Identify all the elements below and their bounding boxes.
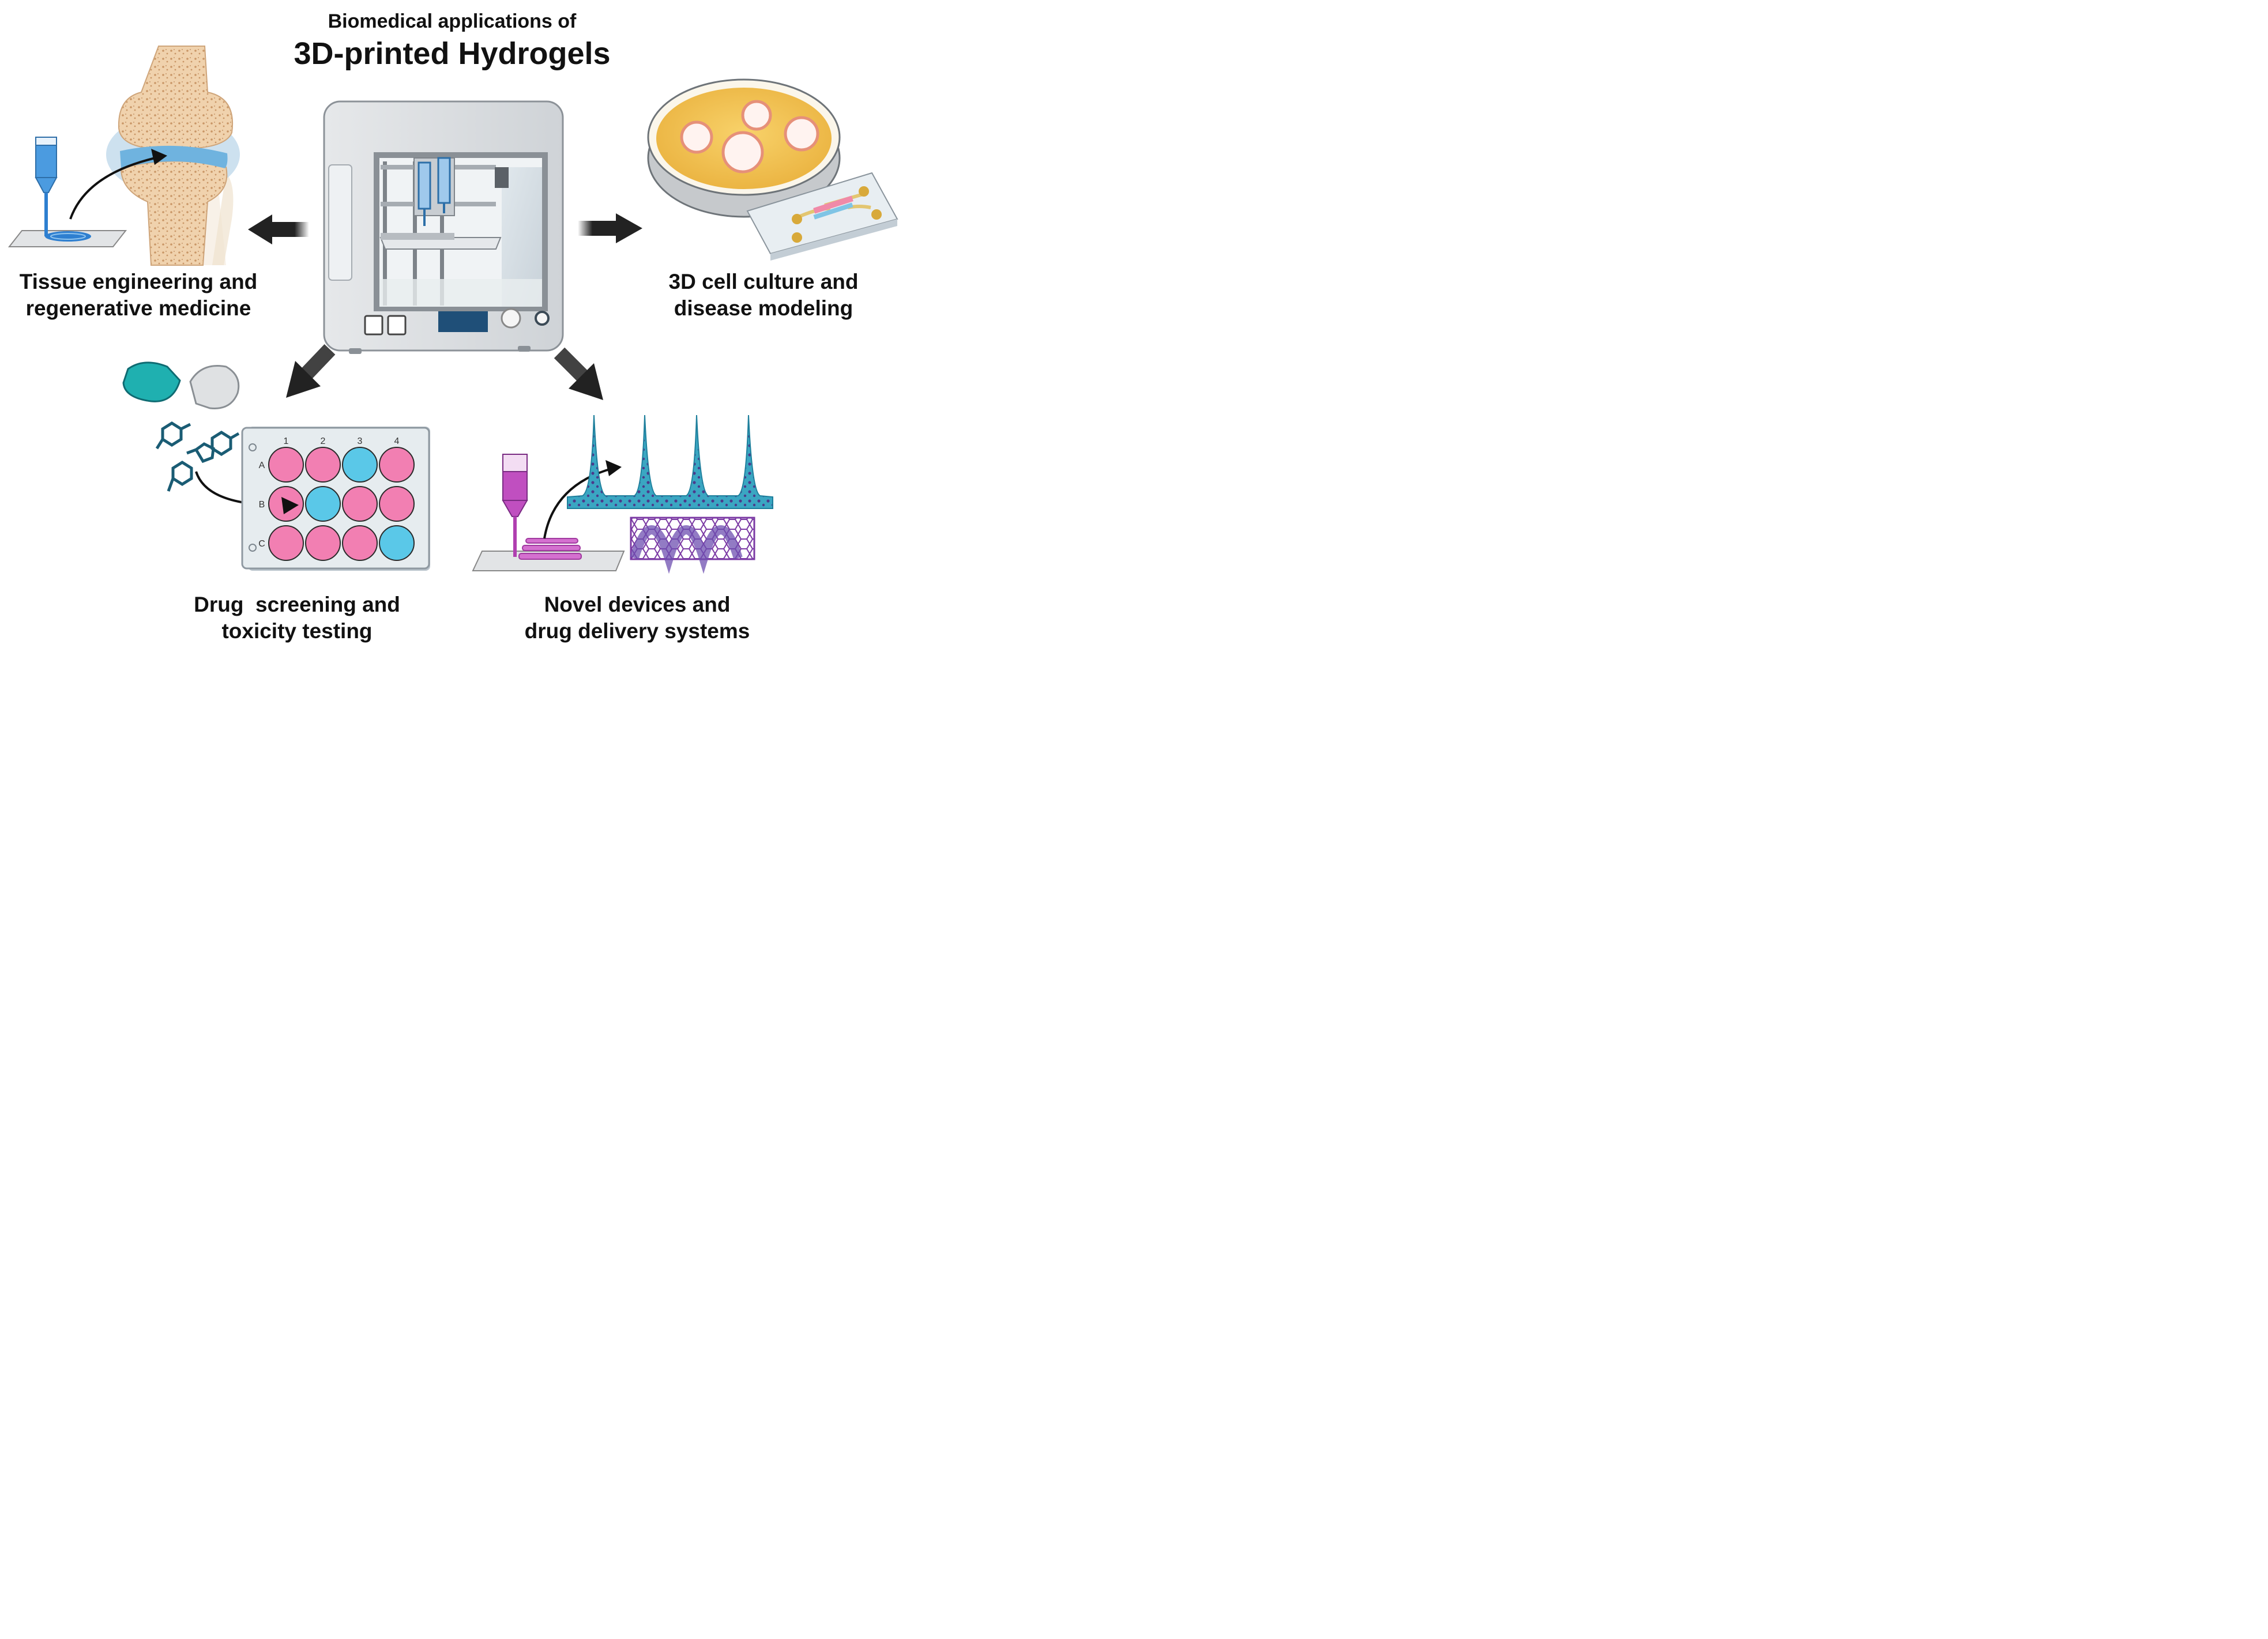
plate-row-label: C [258, 539, 265, 549]
well-grid [268, 447, 415, 561]
diagram-subtitle: Biomedical applications of [328, 10, 577, 32]
well [268, 447, 304, 483]
caption-line: Novel devices and [544, 593, 731, 616]
well [342, 486, 378, 522]
capsule-icon [122, 361, 240, 409]
microneedle-patch-icon [567, 415, 773, 509]
caption-tissue-engineering: Tissue engineering and regenerative medi… [0, 269, 277, 322]
well [342, 447, 378, 483]
diagram-title: 3D-printed Hydrogels [294, 36, 611, 71]
well [379, 447, 415, 483]
plate-row-label: A [259, 461, 265, 470]
plate-column-label: 1 [284, 436, 289, 446]
arrow-to-drug-screening [286, 344, 336, 398]
arrow-to-novel-devices [554, 347, 603, 400]
caption-line: regenerative medicine [25, 296, 251, 320]
knee-joint-icon [106, 46, 240, 266]
well [305, 447, 341, 483]
caption-drug-screening: Drug screening and toxicity testing [167, 591, 427, 645]
plate-column-label: 2 [321, 436, 326, 446]
caption-line: toxicity testing [221, 619, 373, 643]
bioprinter-nozzle-icon [472, 454, 625, 571]
dna-helix-icon [630, 517, 755, 574]
arrow-to-cell-culture [578, 213, 642, 243]
caption-line: drug delivery systems [524, 619, 750, 643]
3d-printer-icon [323, 100, 564, 354]
bioprinter-nozzle-icon [7, 137, 167, 247]
well [305, 525, 341, 561]
illustration-canvas: 1 2 3 4A B C [7, 46, 898, 574]
well [268, 525, 304, 561]
caption-cell-culture: 3D cell culture and disease modeling [623, 269, 904, 322]
organ-on-chip-icon [746, 172, 898, 261]
caption-line: disease modeling [674, 296, 853, 320]
well [379, 486, 415, 522]
plate-row-label: B [259, 500, 265, 510]
diagram: Biomedical applications of 3D-printed Hy… [0, 0, 904, 653]
caption-line: Drug screening and [194, 593, 400, 616]
arrow-to-tissue-engineering [248, 214, 309, 244]
well [305, 486, 341, 522]
plate-column-label: 4 [394, 436, 400, 446]
caption-line: Tissue engineering and [19, 270, 258, 293]
well-plate-icon [241, 427, 430, 571]
caption-line: 3D cell culture and [668, 270, 859, 293]
plate-column-label: 3 [358, 436, 363, 446]
well [379, 525, 415, 561]
well [342, 525, 378, 561]
caption-novel-devices: Novel devices and drug delivery systems [507, 591, 767, 645]
petri-dish-icon [647, 78, 841, 218]
